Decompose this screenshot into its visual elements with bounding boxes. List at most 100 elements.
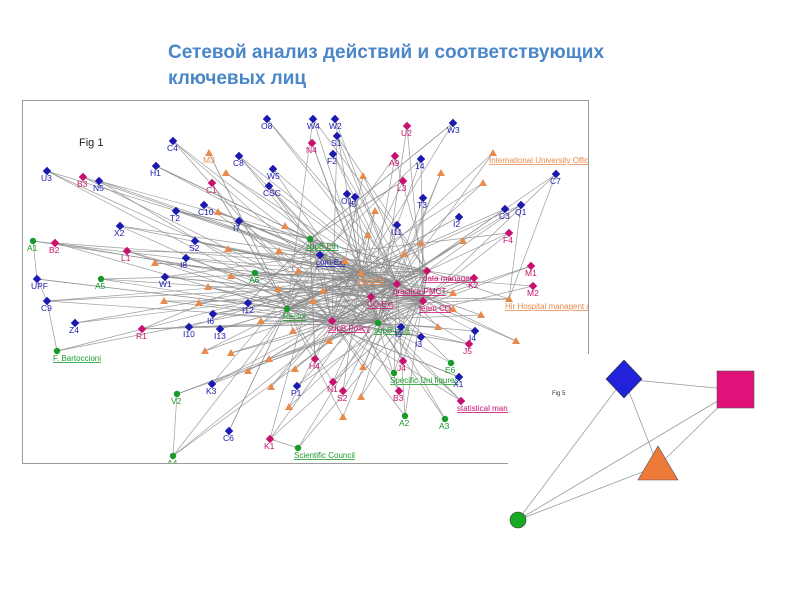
fig5-network-figure: Fig 5 <box>508 354 755 534</box>
fig1-edge <box>360 272 398 285</box>
fig1-node-label: T2 <box>170 213 180 223</box>
fig1-node-marker <box>401 412 409 420</box>
fig5-diamond-node <box>605 359 643 399</box>
fig1-edge <box>309 238 372 298</box>
fig1-node-label: W4 <box>307 121 320 131</box>
fig1-triangle-node <box>339 413 347 420</box>
fig1-node-label: U2 <box>401 128 412 138</box>
fig1-node-marker <box>262 114 272 124</box>
fig1-edge <box>46 300 333 322</box>
fig1-node-label: I10 <box>183 329 195 339</box>
fig1-node-marker <box>330 114 340 124</box>
fig1-edge <box>360 300 424 398</box>
fig1-edge <box>203 204 379 324</box>
fig1-node-marker <box>392 220 402 230</box>
fig1-node-marker <box>70 318 80 328</box>
fig5-edge <box>517 389 737 521</box>
fig1-edge <box>32 240 38 280</box>
fig1-edge <box>370 296 510 300</box>
fig1-triangle-node <box>512 337 520 344</box>
fig1-node-marker <box>171 206 181 216</box>
fig1-node-label: K2 <box>468 280 479 290</box>
fig1-edge <box>360 152 494 274</box>
fig5-square-node <box>716 370 755 409</box>
fig1-edge <box>211 296 372 385</box>
fig1-edge <box>377 270 428 324</box>
fig1-edge <box>360 210 376 274</box>
fig1-edge <box>309 238 428 272</box>
fig1-edge <box>230 320 333 354</box>
fig1-triangle-node <box>364 231 372 238</box>
fig1-node-marker <box>418 296 428 306</box>
fig1-node-label: F4 <box>503 235 513 245</box>
fig1-node-label: B3 <box>77 179 88 189</box>
fig1-node-label: F. Bartoccioni <box>53 354 101 363</box>
fig5-edge <box>623 378 659 467</box>
fig1-node-marker <box>342 189 352 199</box>
fig1-edge <box>126 250 333 322</box>
fig1-node-marker <box>470 326 480 336</box>
fig1-edge <box>288 322 379 408</box>
fig1-edge <box>377 322 422 338</box>
fig1-node-label: L3 <box>397 183 407 193</box>
fig1-triangle-node <box>434 323 442 330</box>
fig1-node-label: J4 <box>397 363 406 373</box>
fig1-node-marker <box>328 149 338 159</box>
fig1-edge <box>286 296 372 310</box>
fig1-node-label: I8 <box>180 260 187 270</box>
fig1-edge <box>396 283 517 342</box>
fig1-node-label: C9 <box>41 303 52 313</box>
fig1-edge <box>331 210 376 322</box>
fig1-edge <box>297 283 398 449</box>
fig1-edge <box>396 152 494 285</box>
fig1-edge <box>319 254 379 324</box>
fig1-edge <box>331 320 364 368</box>
fig1-node-label: C4 <box>167 143 178 153</box>
fig1-node-marker <box>207 379 217 389</box>
fig1-edge <box>360 272 482 316</box>
fig1-triangle-node <box>437 169 445 176</box>
fig1-node-label: C8 <box>233 158 244 168</box>
fig1-node-marker <box>528 281 538 291</box>
fig1-node-label: B3 <box>393 393 404 403</box>
fig1-node-label: E6 <box>445 365 456 375</box>
fig1-edge <box>396 240 464 285</box>
fig1-triangle-node <box>294 267 302 274</box>
fig1-edge <box>360 272 424 302</box>
fig1-node-marker <box>392 279 402 289</box>
fig1-edge <box>309 122 454 240</box>
fig1-node-marker <box>190 236 200 246</box>
fig5-edge <box>517 465 659 521</box>
fig1-node-marker <box>328 377 338 387</box>
fig1-node-label: T3 <box>417 200 427 210</box>
fig1-node-marker <box>332 131 342 141</box>
fig1-edge <box>331 320 379 324</box>
fig1-edge <box>46 283 398 302</box>
fig1-edge <box>217 211 398 285</box>
fig1-edge <box>46 170 321 256</box>
fig1-node-label: W5 <box>267 171 280 181</box>
fig1-edge <box>247 238 311 304</box>
fig1-triangle-node <box>341 257 349 264</box>
fig1-edge <box>172 393 178 457</box>
fig1-triangle-node <box>222 169 230 176</box>
fig1-edge <box>269 254 321 440</box>
fig1-node-marker <box>464 339 474 349</box>
fig1-triangle-node <box>479 179 487 186</box>
fig1-node-label: Z4 <box>69 325 79 335</box>
fig1-node-label: A6 <box>249 275 260 285</box>
fig5-circle-node <box>509 511 527 529</box>
fig1-edge <box>32 240 398 285</box>
fig1-node-marker <box>94 176 104 186</box>
fig1-edge <box>56 283 398 352</box>
fig1-edge <box>508 204 522 300</box>
fig1-edge <box>422 173 557 302</box>
fig1-edge <box>36 278 48 302</box>
fig1-node-marker <box>137 324 147 334</box>
fig1-node-marker <box>310 354 320 364</box>
fig1-edge <box>346 193 362 274</box>
fig1-node-marker <box>315 250 325 260</box>
fig1-node-label: X2 <box>114 228 125 238</box>
fig1-node-label: supB Eth <box>306 242 338 251</box>
fig1-edge <box>230 272 362 277</box>
